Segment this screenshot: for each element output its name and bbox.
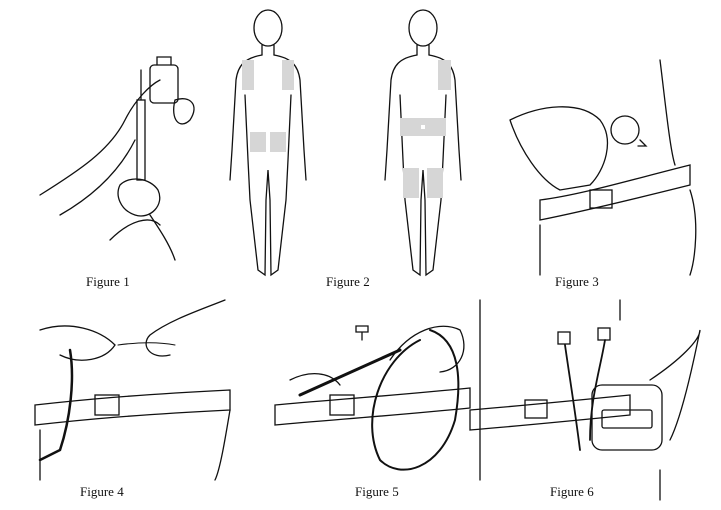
figure-1-caption: Figure 1 bbox=[86, 274, 130, 289]
figure-1-drawing bbox=[39, 56, 195, 261]
figure-6-drawing bbox=[469, 299, 701, 501]
figure-6-caption: Figure 6 bbox=[550, 484, 594, 499]
figure-5-drawing bbox=[274, 299, 481, 481]
figure-3-caption: Figure 3 bbox=[555, 274, 599, 289]
figure-2-caption: Figure 2 bbox=[326, 274, 370, 289]
figure-3-drawing bbox=[509, 59, 697, 276]
figure-4-caption: Figure 4 bbox=[80, 484, 124, 499]
figure-5-caption: Figure 5 bbox=[355, 484, 399, 499]
figure-4-drawing bbox=[34, 299, 231, 481]
figure-2-drawing bbox=[229, 9, 462, 277]
